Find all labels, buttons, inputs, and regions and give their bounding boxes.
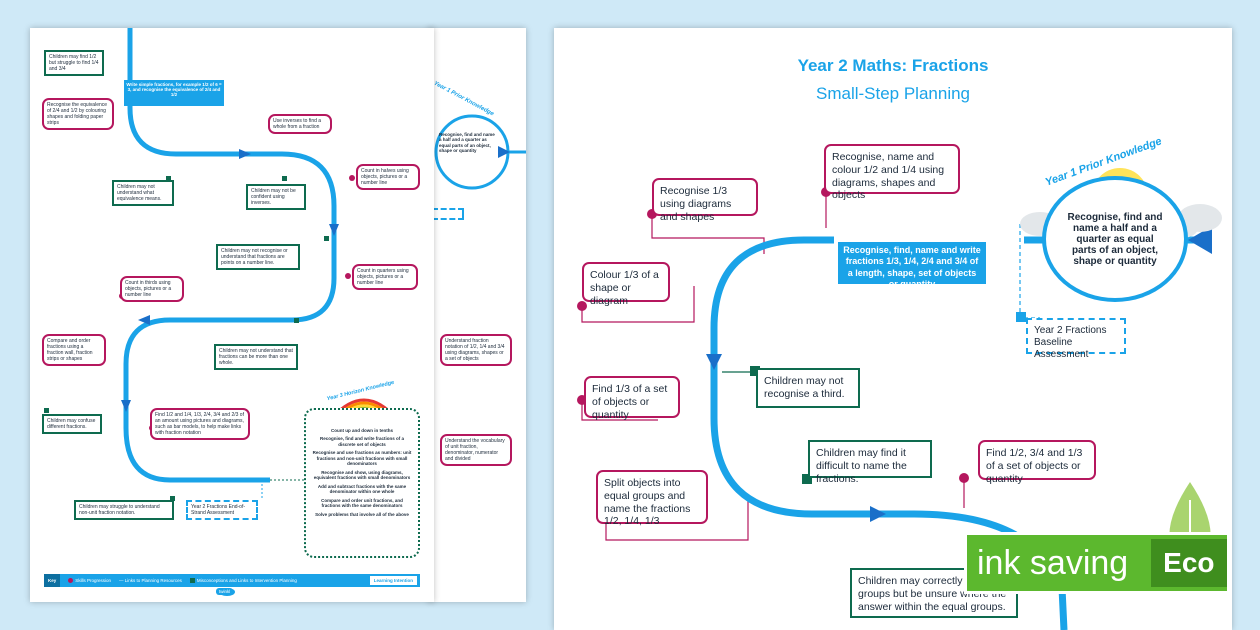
learning-intention-banner: Recognise, find, name and write fraction… <box>838 242 986 289</box>
misconception-inverses: Children may not be confident using inve… <box>246 184 306 211</box>
misconception-find-half: Children may find 1/2 but struggle to fi… <box>44 50 104 77</box>
prior-knowledge-text: Recognise, find and name a half and a qu… <box>1067 211 1163 267</box>
key-label: Key <box>44 574 61 587</box>
horizon-item: Recognise and show, using diagrams, equi… <box>313 469 411 481</box>
back-step-notation: Understand fraction notation of 1/2, 1/4… <box>440 334 512 367</box>
front-learning-intention-banner: Write simple fractions, for example 1/2 … <box>124 80 224 106</box>
misconception-name-fractions: Children may find it difficult to name t… <box>808 440 932 485</box>
step-split-groups: Split objects into equal groups and name… <box>596 470 708 527</box>
page-subtitle: Small-Step Planning <box>815 84 971 103</box>
step-inverses: Use inverses to find a whole from a frac… <box>268 114 332 135</box>
back-sheet-path <box>434 114 526 190</box>
key-intention: Learning Intention <box>369 576 417 585</box>
end-of-strand-assessment: Year 2 Fractions End-of-Strand Assessmen… <box>186 500 258 521</box>
misconception-number-line: Children may not recognise or understand… <box>216 244 300 271</box>
back-step-vocabulary: Understand the vocabulary of unit fracti… <box>440 434 512 467</box>
step-compare-order: Compare and order fractions using a frac… <box>42 334 106 367</box>
horizon-item: Recognise and use fractions as numbers: … <box>312 450 412 467</box>
back-baseline-box <box>432 208 464 220</box>
step-equivalence: Recognise the equivalence of 2/4 and 1/2… <box>42 98 114 131</box>
step-count-halves: Count in halves using objects, pictures … <box>356 164 420 191</box>
step-find-third-set: Find 1/3 of a set of objects or quantity <box>584 376 680 421</box>
page-title: Year 2 Maths: Fractions <box>797 56 989 75</box>
back-planning-sheet: Year 1 Prior Knowledge Recognise, find a… <box>428 28 526 602</box>
misconception-equivalence: Children may not understand what equival… <box>112 180 174 207</box>
key-skills-label: Skills Progression <box>75 577 112 583</box>
misconception-confuse-fractions: Children may confuse different fractions… <box>42 414 102 435</box>
step-count-thirds: Count in thirds using objects, pictures … <box>120 276 184 303</box>
step-recognise-name-colour: Recognise, name and colour 1/2 and 1/4 u… <box>824 144 960 201</box>
key-links: — Links to Planning Resources <box>119 578 182 583</box>
key-misconceptions-label: Misconceptions and Links to Intervention… <box>196 577 297 583</box>
key-links-label: Links to Planning Resources <box>124 578 182 583</box>
front-planning-sheet: Children may find 1/2 but struggle to fi… <box>30 28 434 602</box>
back-prior-fragment: Recognise, find and name a half and a qu… <box>439 132 495 154</box>
ink-saving-badge: ink saving Eco <box>964 532 1230 594</box>
step-find-amount: Find 1/2 and 1/4, 1/3, 2/4, 3/4 and 2/3 … <box>150 408 250 441</box>
horizon-item: Compare and order unit fractions, and fr… <box>321 497 403 509</box>
horizon-knowledge-box: Count up and down in tenths Recognise, f… <box>304 408 420 558</box>
twinkl-logo: twinkl <box>216 588 234 595</box>
misconception-third: Children may not recognise a third. <box>756 368 860 408</box>
step-count-quarters: Count in quarters using objects, picture… <box>352 264 418 291</box>
step-find-fractions-set: Find 1/2, 3/4 and 1/3 of a set of object… <box>978 440 1096 485</box>
green-square-icon <box>189 578 195 584</box>
main-planning-sheet: Year 2 Maths: Fractions Small-Step Plann… <box>554 28 1232 630</box>
horizon-item: Count up and down in tenths <box>331 428 393 433</box>
step-colour-third: Colour 1/3 of a shape or diagram <box>582 262 670 307</box>
badge-eco-label: Eco <box>1150 539 1227 587</box>
misconception-non-unit-notation: Children may struggle to understand non-… <box>74 500 174 521</box>
horizon-item: Recognise, find and write fractions of a… <box>319 436 404 447</box>
badge-text: ink saving <box>977 543 1129 582</box>
key-bar: Key Skills Progression — Links to Planni… <box>44 574 420 587</box>
key-misconceptions: Misconceptions and Links to Intervention… <box>189 577 297 584</box>
misconception-more-than-whole: Children may not understand that fractio… <box>214 344 298 371</box>
horizon-item: Solve problems that involve all of the a… <box>315 511 409 517</box>
horizon-item: Add and subtract fractions with the same… <box>317 483 407 495</box>
baseline-assessment-box: Year 2 Fractions Baseline Assessment <box>1026 318 1126 360</box>
step-recognise-third: Recognise 1/3 using diagrams and shapes <box>652 178 758 223</box>
pink-dot-icon <box>68 578 74 584</box>
prior-knowledge-circle: Recognise, find and name a half and a qu… <box>1042 176 1188 302</box>
key-skills: Skills Progression <box>68 577 112 584</box>
